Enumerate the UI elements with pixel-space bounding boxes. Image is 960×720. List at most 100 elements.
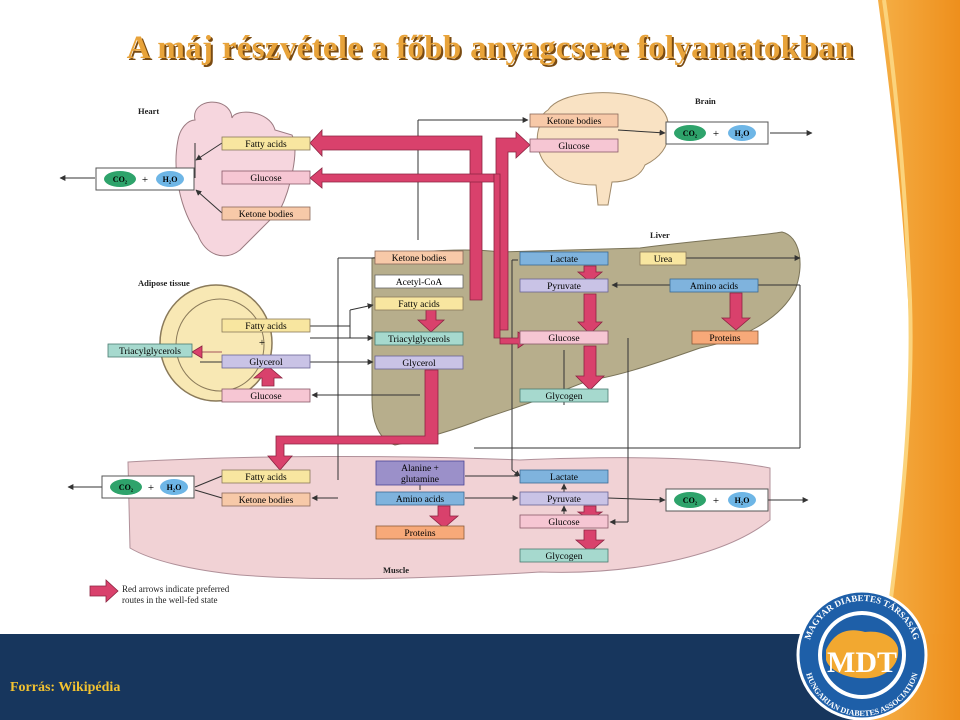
red-arrow-pyruvate-to-glucose bbox=[577, 293, 603, 335]
mdt-logo: MDT MAGYAR DIABETES TÁRSASÁG HUNGARIAN D… bbox=[796, 589, 928, 720]
liver-lactate-box bbox=[519, 251, 609, 266]
muscle-lactate-label: Lactate bbox=[550, 473, 578, 483]
organ-label-muscle: Muscle bbox=[383, 565, 409, 575]
brain-ketone-label: Ketone bodies bbox=[547, 117, 602, 127]
legend-arrow bbox=[89, 579, 119, 603]
muscle-alanine-box bbox=[375, 460, 465, 486]
liver-glucose-label: Glucose bbox=[548, 334, 579, 344]
muscle-ketone-box bbox=[221, 492, 311, 507]
co2-h2o-muscle-right: CO₂ + H₂O bbox=[665, 488, 769, 512]
plus-heart: + bbox=[142, 174, 148, 186]
liver-ketone-box bbox=[374, 250, 464, 265]
brain-ketone-box bbox=[529, 113, 619, 128]
adipose-fatty-acids-label: Fatty acids bbox=[245, 322, 287, 332]
connector-lines bbox=[59, 117, 813, 525]
co2-muscle-right-label: CO₂ bbox=[683, 496, 698, 505]
brain-glucose-box bbox=[529, 138, 619, 153]
muscle-fatty-acids-box bbox=[221, 469, 311, 484]
liver-tg-label: Triacylglycerols bbox=[388, 335, 450, 345]
adipose-fatty-acids-box bbox=[221, 318, 311, 333]
liver-tg-box bbox=[374, 331, 464, 346]
muscle-fatty-acids-label: Fatty acids bbox=[245, 473, 287, 483]
slide-title: A máj részvétele a főbb anyagcsere folya… bbox=[126, 30, 854, 66]
muscle-lactate-box bbox=[519, 469, 609, 484]
heart-fatty-acids-label: Fatty acids bbox=[245, 140, 287, 150]
co2-h2o-brain: CO₂ + H₂O bbox=[665, 121, 769, 145]
muscle-pyruvate-box bbox=[519, 491, 609, 506]
muscle-alanine-label-1: Alanine + bbox=[401, 464, 439, 474]
red-arrow-muscle-glucose-to-glycogen bbox=[574, 529, 606, 553]
co2-heart-label: CO₂ bbox=[113, 175, 128, 184]
slide-edge-highlight bbox=[872, 0, 913, 720]
organ-label-brain: Brain bbox=[695, 96, 716, 106]
muscle-alanine-label-2: glutamine bbox=[401, 475, 439, 485]
plus-brain: + bbox=[713, 128, 719, 140]
muscle-glucose-label: Glucose bbox=[548, 518, 579, 528]
muscle-proteins-box bbox=[375, 525, 465, 540]
liver-amino-acids-box bbox=[669, 278, 759, 293]
muscle-glycogen-box bbox=[519, 548, 609, 563]
liver-acetylcoa-label: Acetyl-CoA bbox=[396, 278, 443, 288]
organ-label-adipose: Adipose tissue bbox=[138, 278, 190, 288]
liver-glucose-box bbox=[519, 330, 609, 345]
adipose-tg-label: Triacylglycerols bbox=[119, 347, 181, 357]
muscle-amino-acids-box bbox=[375, 491, 465, 506]
muscle-pyruvate-label: Pyruvate bbox=[547, 495, 581, 505]
red-arrow-muscle-amino-to-proteins bbox=[428, 505, 460, 529]
red-arrow-glucose-to-glycogen bbox=[575, 345, 605, 391]
muscle-glycogen-label: Glycogen bbox=[546, 552, 583, 562]
legend: Red arrows indicate preferred routes in … bbox=[122, 584, 230, 605]
liver-pyruvate-label: Pyruvate bbox=[547, 282, 581, 292]
co2-h2o-heart: CO₂ + H₂O bbox=[95, 167, 195, 191]
plus-muscle-right: + bbox=[713, 495, 719, 507]
liver-fatty-acids-label: Fatty acids bbox=[398, 300, 440, 310]
preferred-route-arrows bbox=[89, 128, 752, 603]
source-credit: Forrás: Wikipédia bbox=[10, 680, 121, 695]
h2o-muscle-left-label: H₂O bbox=[167, 483, 182, 492]
liver-lactate-label: Lactate bbox=[550, 255, 578, 265]
muscle-proteins-label: Proteins bbox=[404, 529, 435, 539]
adipose-glycerol-box bbox=[221, 354, 311, 369]
organ-label-heart: Heart bbox=[138, 106, 159, 116]
liver-urea-box bbox=[639, 251, 687, 266]
muscle-amino-acids-label: Amino acids bbox=[396, 495, 445, 505]
h2o-muscle-right-label: H₂O bbox=[735, 496, 750, 505]
liver-proteins-box bbox=[691, 330, 759, 345]
adipose-glucose-label: Glucose bbox=[250, 392, 281, 402]
muscle-glucose-box bbox=[519, 514, 609, 529]
brain-glucose-label: Glucose bbox=[558, 142, 589, 152]
liver-acetylcoa-box bbox=[374, 274, 464, 289]
liver-ketone-label: Ketone bodies bbox=[392, 254, 447, 264]
adipose-plus: + bbox=[259, 337, 265, 349]
liver-amino-acids-label: Amino acids bbox=[690, 282, 739, 292]
adipose-glucose-box bbox=[221, 388, 311, 403]
liver-proteins-label: Proteins bbox=[709, 334, 740, 344]
slide-edge-decoration bbox=[870, 0, 960, 720]
legend-line-1: Red arrows indicate preferred bbox=[122, 584, 230, 594]
liver-urea-label: Urea bbox=[654, 255, 673, 265]
hungary-map-icon bbox=[826, 630, 899, 679]
organ-label-liver: Liver bbox=[650, 230, 670, 240]
logo-abbr: MDT bbox=[827, 646, 897, 679]
muscle-ketone-label: Ketone bodies bbox=[239, 496, 294, 506]
co2-muscle-left-label: CO₂ bbox=[119, 483, 134, 492]
h2o-brain-label: H₂O bbox=[735, 129, 750, 138]
red-arrow-lactate-to-pyruvate bbox=[576, 265, 604, 283]
liver-pyruvate-box bbox=[519, 278, 609, 293]
plus-muscle-left: + bbox=[148, 482, 154, 494]
heart-glucose-label: Glucose bbox=[250, 174, 281, 184]
h2o-heart-label: H₂O bbox=[163, 175, 178, 184]
co2-brain-label: CO₂ bbox=[683, 129, 698, 138]
heart-ketone-label: Ketone bodies bbox=[239, 210, 294, 220]
red-arrow-amino-to-proteins bbox=[720, 292, 752, 331]
liver-glycogen-label: Glycogen bbox=[546, 392, 583, 402]
heart-ketone-box bbox=[221, 206, 311, 221]
liver-glycerol-box bbox=[374, 355, 464, 370]
adipose-organ bbox=[159, 284, 273, 402]
co2-h2o-muscle-left: CO₂ + H₂O bbox=[101, 475, 195, 499]
red-arrow-liver-to-heart-glucose bbox=[309, 167, 495, 189]
liver-glycogen-box bbox=[519, 388, 609, 403]
adipose-tg-box bbox=[107, 343, 193, 358]
